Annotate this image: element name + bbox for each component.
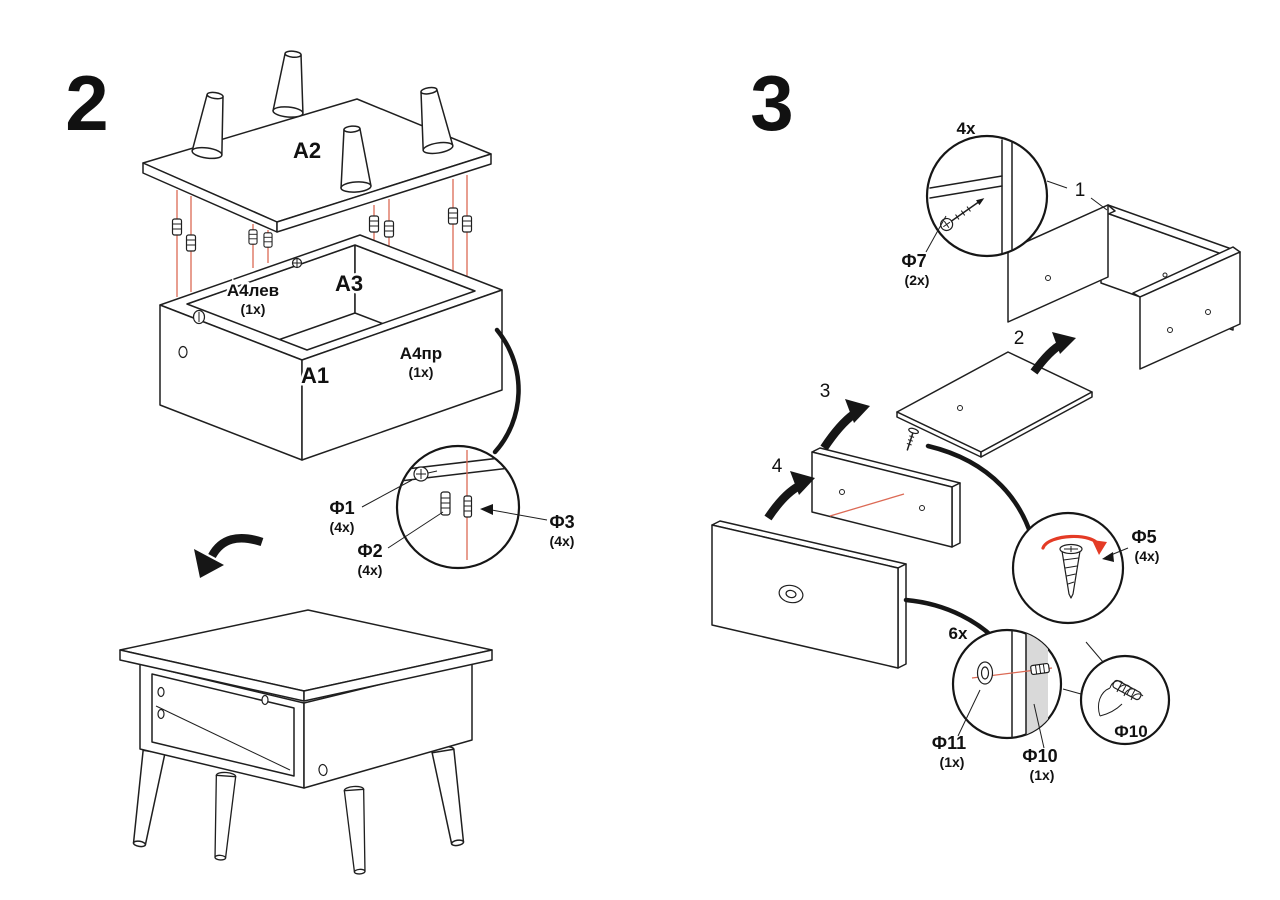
- rotation-arrow: [1041, 534, 1107, 555]
- panel-label-a2: A2: [293, 138, 321, 163]
- part-number-3: 3: [820, 381, 831, 402]
- assembled-cabinet: [119, 609, 493, 876]
- screw-f5-icon: [1059, 543, 1083, 599]
- panel-label-a4pr-qty: (1x): [409, 364, 434, 380]
- cam-lock-icon: [192, 309, 206, 325]
- step-2-number: 2: [65, 59, 108, 147]
- leader-line: [361, 479, 413, 508]
- dowel-f3-icon: [463, 495, 473, 518]
- leader-curve: [492, 327, 521, 455]
- step-3-number: 3: [750, 59, 793, 147]
- insert-arrow-4: [764, 471, 815, 521]
- insert-arrow-2: [1030, 332, 1076, 375]
- part-number-4: 4: [772, 456, 783, 477]
- step-2-section: 2 A2: [65, 49, 575, 876]
- panel-label-a4lev-qty: (1x): [241, 301, 266, 317]
- hardware-label-f7-qty: (2x): [905, 272, 930, 288]
- hardware-label-f3-qty: (4x): [550, 533, 575, 549]
- cabinet-leg: [127, 745, 167, 849]
- cam-cover: [178, 345, 188, 359]
- cabinet-leg: [209, 771, 237, 862]
- leader-line: [925, 215, 947, 253]
- hand-icon: [1097, 680, 1144, 717]
- hardware-label-f5-qty: (4x): [1135, 548, 1160, 564]
- hardware-label-f5: Ф5: [1131, 527, 1156, 547]
- panel-label-a4lev: А4лев: [227, 281, 279, 300]
- dowel-f2-icon: [440, 491, 451, 516]
- panel-label-a4pr: А4пр: [400, 344, 442, 363]
- drawer-front-panel: [711, 520, 907, 669]
- part-number-1: 1: [1075, 180, 1086, 201]
- hardware-label-f1: Ф1: [329, 498, 354, 518]
- leader-line: [1085, 641, 1104, 663]
- drawer-frame: [1007, 204, 1241, 370]
- leader-line: [957, 689, 981, 737]
- leader-curve: [925, 443, 1035, 541]
- hardware-label-f10-qty: (1x): [1030, 767, 1055, 783]
- drawer-handle: [778, 584, 804, 604]
- insert-arrow-3: [820, 399, 870, 451]
- hardware-label-f11: Ф11: [932, 733, 966, 753]
- detail-circle-hand: Ф10: [1079, 654, 1171, 746]
- leader-line: [1033, 703, 1045, 749]
- detail-circle-screws: 4x Ф7 (2x) 1: [901, 119, 1108, 288]
- cam-lock-icon: [291, 257, 303, 269]
- hardware-label-f7: Ф7: [901, 251, 926, 271]
- cabinet-leg: [430, 744, 470, 848]
- cam-bolt-f1-icon: [413, 466, 438, 482]
- carcass-frame: А4лев (1x) A3 A1 А4пр (1x): [159, 234, 503, 461]
- leader-line: [387, 511, 444, 549]
- cabinet-leg: [343, 785, 371, 876]
- detail-circle-cams: 6x Ф11 (1x) Ф10 (1x): [932, 624, 1063, 783]
- panel-label-a3: A3: [335, 271, 363, 296]
- detail-circle-step2: Ф1 (4x) Ф2 (4x) Ф3 (4x): [329, 444, 575, 578]
- hardware-label-f1-qty: (4x): [330, 519, 355, 535]
- hardware-label-f3: Ф3: [549, 512, 574, 532]
- step-3-section: 3 2: [711, 59, 1241, 783]
- hardware-label-f10: Ф10: [1022, 746, 1057, 766]
- hardware-label-f10b: Ф10: [1114, 722, 1147, 741]
- leader-arrowhead: [1102, 552, 1114, 562]
- leader-line: [1062, 688, 1082, 695]
- drawer-back-rail: [811, 427, 961, 548]
- cam-f11-icon: [976, 661, 994, 685]
- leader-line: [485, 508, 548, 521]
- screws-count-label: 4x: [957, 119, 976, 138]
- panel-label-a1: A1: [301, 363, 329, 388]
- hardware-label-f11-qty: (1x): [940, 754, 965, 770]
- hardware-label-f2: Ф2: [357, 541, 382, 561]
- leader-line: [1046, 180, 1068, 189]
- leader-line: [1090, 197, 1108, 211]
- leg-cone: [271, 49, 310, 120]
- screw-f7-icon: [940, 198, 985, 232]
- hardware-label-f2-qty: (4x): [358, 562, 383, 578]
- cams-count-label: 6x: [949, 624, 968, 643]
- screw-icon: [906, 427, 919, 451]
- dowel-f10-icon: [1030, 662, 1050, 676]
- drawer-bottom-panel: [896, 351, 1093, 458]
- flip-arrow: [194, 534, 264, 578]
- top-panel-a2: A2: [142, 49, 492, 233]
- detail-circle-f5: Ф5 (4x): [1011, 511, 1160, 625]
- leader-arrowhead: [480, 504, 493, 515]
- part-number-2: 2: [1014, 328, 1025, 349]
